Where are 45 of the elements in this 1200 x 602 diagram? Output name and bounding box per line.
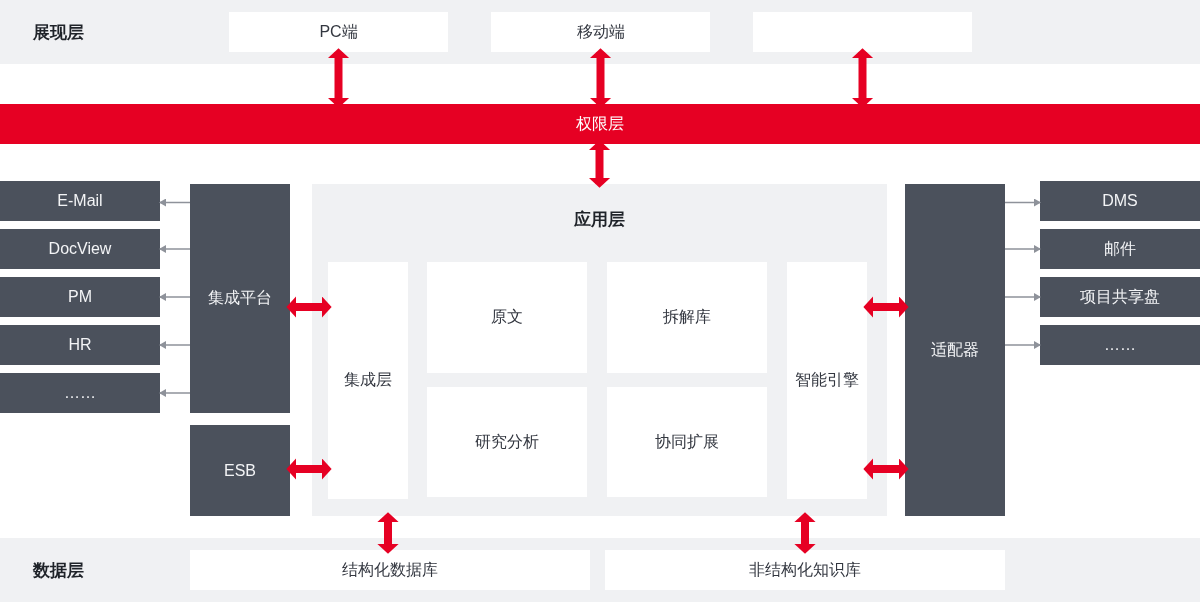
arrow	[1004, 293, 1041, 301]
system-box: DMS	[1040, 181, 1200, 221]
system-box: E-Mail	[0, 181, 160, 221]
platform-box: 集成平台	[190, 184, 290, 413]
system-box: 邮件	[1040, 229, 1200, 269]
system-box: PM	[0, 277, 160, 317]
double-arrow	[286, 296, 332, 318]
module-box: 协同扩展	[607, 387, 767, 497]
blank-box	[753, 12, 972, 52]
double-arrow	[863, 296, 909, 318]
double-arrow	[794, 512, 816, 554]
module-box: 拆解库	[607, 262, 767, 373]
double-arrow	[377, 512, 399, 554]
layer-band	[0, 538, 1200, 602]
arrow	[159, 245, 191, 253]
system-box: HR	[0, 325, 160, 365]
adapter-box: 适配器	[905, 184, 1005, 516]
system-box: ……	[0, 373, 160, 413]
arrow	[1004, 341, 1041, 349]
system-box: ……	[1040, 325, 1200, 365]
layer-title: 展现层	[33, 21, 84, 44]
module-box: 智能引擎	[787, 262, 867, 499]
panel-title: 应用层	[574, 209, 625, 231]
layer-band	[0, 0, 1200, 64]
arrow	[1004, 198, 1041, 207]
system-box: DocView	[0, 229, 160, 269]
system-box: 项目共享盘	[1040, 277, 1200, 317]
arrow	[159, 389, 191, 397]
arrow	[159, 198, 191, 207]
module-box: 集成层	[328, 262, 408, 499]
database-box: 结构化数据库	[190, 550, 590, 590]
double-arrow	[286, 458, 332, 480]
database-box: 非结构化知识库	[605, 550, 1005, 590]
client-box: 移动端	[491, 12, 710, 52]
arrow	[1004, 245, 1041, 253]
layer-title: 数据层	[33, 559, 84, 582]
double-arrow	[863, 458, 909, 480]
module-box: 原文	[427, 262, 587, 373]
arrow	[159, 293, 191, 301]
permission-bar: 权限层	[0, 104, 1200, 144]
module-box: 研究分析	[427, 387, 587, 497]
layer-panel	[312, 184, 887, 516]
bus-box: ESB	[190, 425, 290, 516]
arrow	[159, 341, 191, 349]
client-box: PC端	[229, 12, 448, 52]
